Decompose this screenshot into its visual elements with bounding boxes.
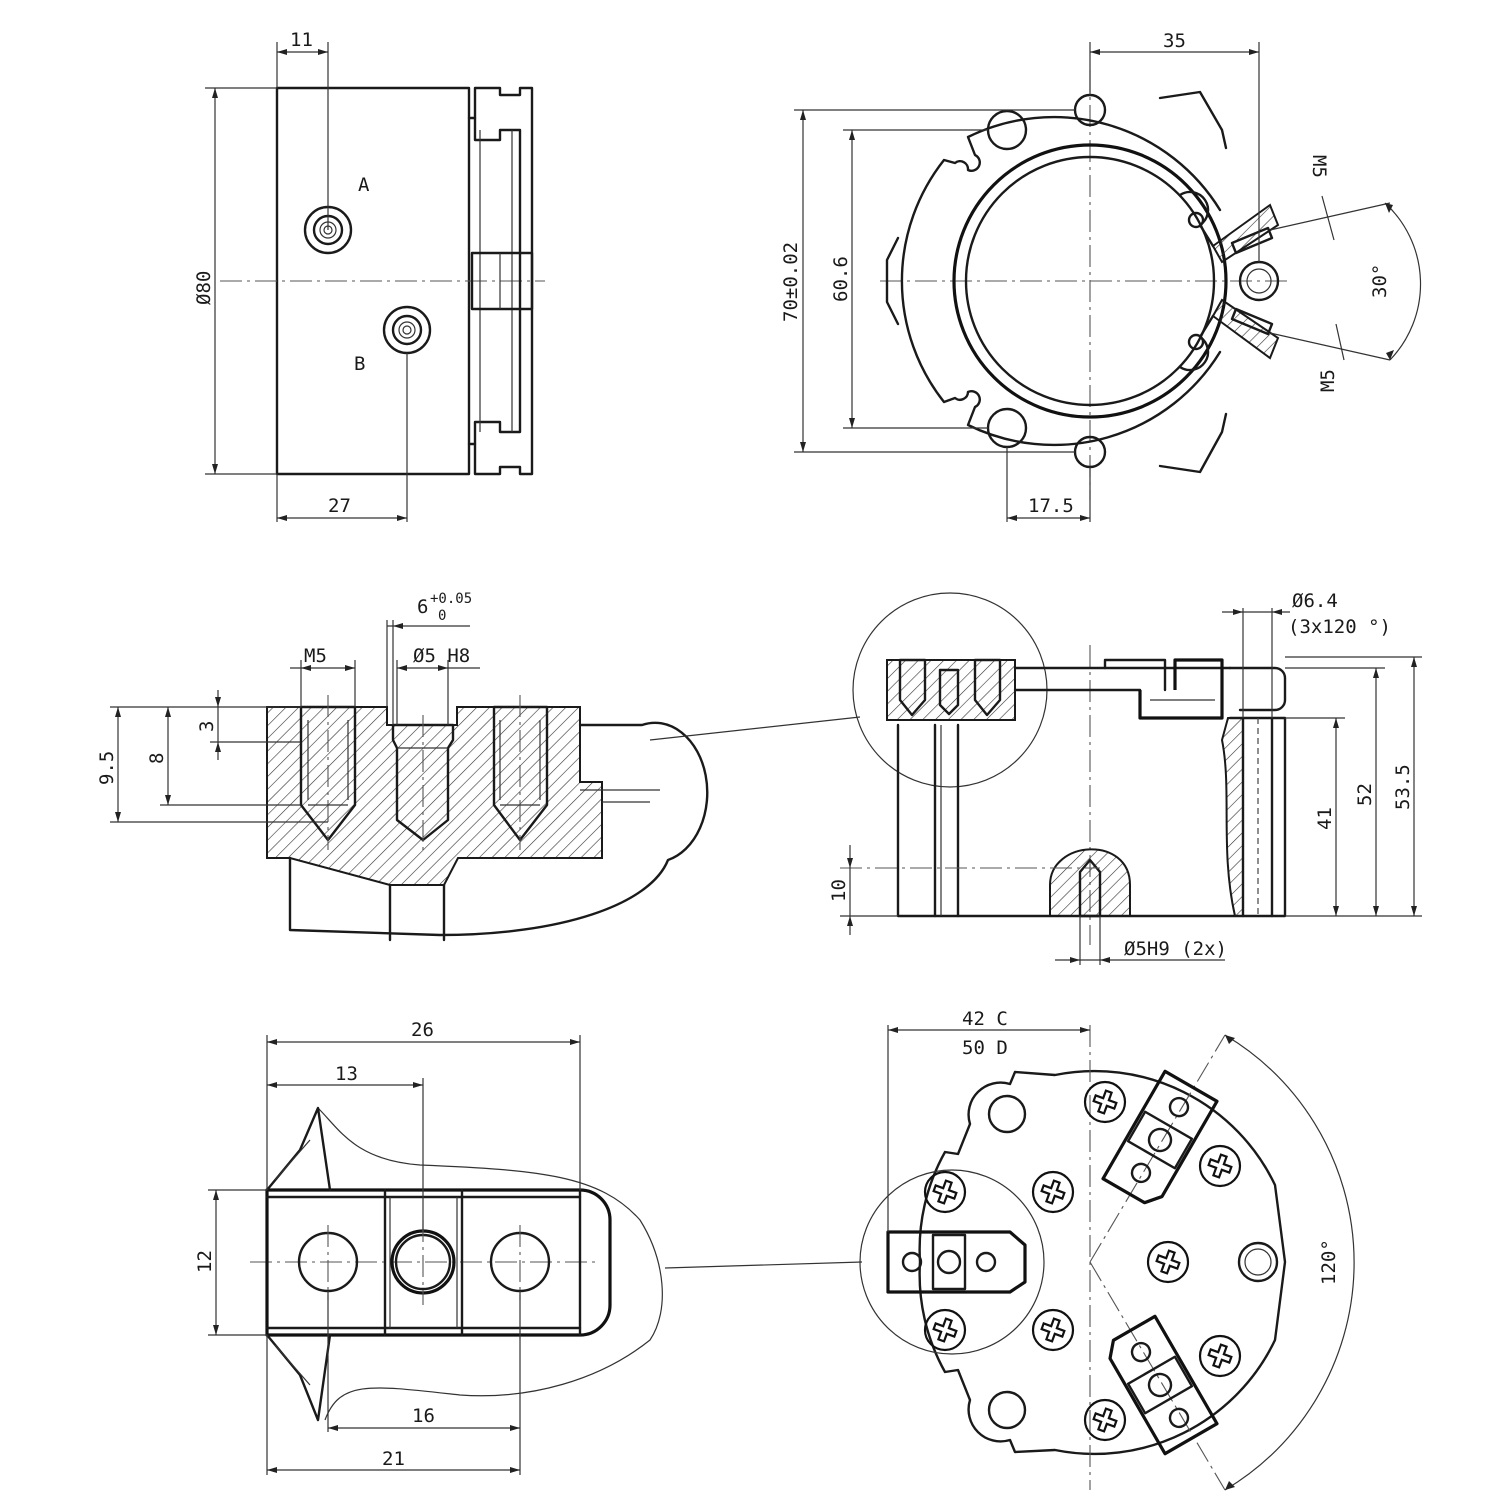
detail-m5: M5 <box>304 645 327 667</box>
front-dim-70: 70±0.02 <box>780 242 802 322</box>
front-dim-35: 35 <box>1163 30 1186 52</box>
detail-tol-main: 6 <box>417 596 428 618</box>
port-b-hole <box>382 305 432 355</box>
top-jaw-upper <box>1101 1069 1219 1205</box>
jaw-detail-view: 26 13 12 16 21 <box>194 1019 863 1475</box>
front-dim-60-6: 60.6 <box>830 256 852 302</box>
top-jaw-lower <box>1108 1314 1219 1456</box>
top-detail-circle <box>859 1169 1045 1355</box>
top-view: 120° <box>859 1008 1355 1491</box>
screw-icon <box>1031 1170 1075 1214</box>
top-jaw-left <box>886 1230 1027 1294</box>
detail-section-view: 6 +0.05 0 M5 Ø5 H8 9.5 8 3 <box>96 591 861 942</box>
screw-icon <box>1146 1240 1190 1284</box>
jaw-dim-13: 13 <box>335 1063 358 1085</box>
detail-depth-8: 8 <box>146 753 168 764</box>
section-view: Ø6.4 (3x120 °) 53.5 52 41 10 Ø5H9 (2x) <box>828 590 1422 965</box>
front-angle-30: 30° <box>1369 264 1391 298</box>
dim-11: 11 <box>290 29 313 51</box>
detail-depth-9-5: 9.5 <box>96 751 118 785</box>
screw-icon <box>923 1308 967 1352</box>
front-port-section-upper <box>1211 203 1280 264</box>
top-dim-42c: 42 C <box>962 1008 1008 1030</box>
section-h-53-5: 53.5 <box>1392 764 1414 810</box>
top-dim-50d: 50 D <box>962 1037 1008 1059</box>
section-pin-h9: Ø5H9 (2x) <box>1124 938 1227 960</box>
screw-icon <box>1198 1334 1242 1378</box>
section-h-10: 10 <box>828 879 850 902</box>
front-inner-bore <box>952 143 1228 419</box>
section-h-52: 52 <box>1354 783 1376 806</box>
front-m5-upper: M5 <box>1308 155 1330 178</box>
top-angle-120: 120° <box>1318 1239 1340 1285</box>
jaw-dim-12: 12 <box>194 1250 216 1273</box>
jaw-dim-16: 16 <box>412 1405 435 1427</box>
jaw-body <box>265 1188 612 1337</box>
screw-icon <box>1083 1398 1127 1442</box>
section-hole-6-4: Ø6.4 <box>1292 590 1338 612</box>
screw-icon <box>1198 1144 1242 1188</box>
front-view: M5 M5 30° 35 70±0.02 60.6 17.5 <box>780 30 1422 522</box>
detail-pin-h8: Ø5 H8 <box>413 645 470 667</box>
front-dim-17-5: 17.5 <box>1028 495 1074 517</box>
dim-diameter-80: Ø80 <box>193 271 215 305</box>
front-m5-lower: M5 <box>1317 369 1339 392</box>
front-hole-top-left <box>986 109 1028 151</box>
port-a-label: A <box>358 174 370 196</box>
detail-tol-lower: 0 <box>438 608 446 624</box>
top-lobe-hole-right <box>1237 1241 1279 1283</box>
side-view: A B 11 Ø80 27 <box>193 29 545 522</box>
top-screws <box>923 1080 1242 1442</box>
top-lobe-hole-upper <box>987 1094 1027 1134</box>
detail-hatched-block <box>266 706 603 886</box>
front-hole-bottom-left <box>986 407 1028 449</box>
jaw-dim-21: 21 <box>382 1448 405 1470</box>
section-h-41: 41 <box>1314 807 1336 830</box>
jaw-dim-26: 26 <box>411 1019 434 1041</box>
front-port-section-lower <box>1211 298 1280 360</box>
screw-icon <box>1083 1080 1127 1124</box>
front-outer-ring <box>900 115 1222 447</box>
section-hole-pattern: (3x120 °) <box>1288 616 1391 638</box>
port-b-label: B <box>354 353 365 375</box>
top-lobe-hole-lower <box>987 1390 1027 1430</box>
dim-27: 27 <box>328 495 351 517</box>
screw-icon <box>923 1170 967 1214</box>
detail-depth-3: 3 <box>196 721 218 732</box>
top-outer-body <box>918 1069 1287 1456</box>
screw-icon <box>1031 1308 1075 1352</box>
detail-tol-upper: +0.05 <box>430 591 472 607</box>
